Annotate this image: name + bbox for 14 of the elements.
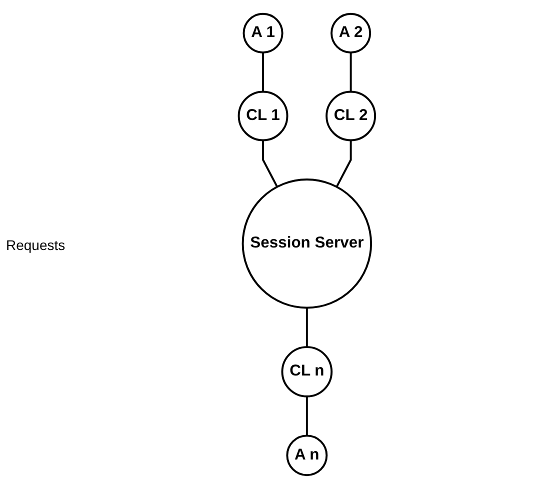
node-circle: A n [286, 434, 328, 476]
connector [262, 140, 278, 188]
connector [336, 140, 352, 188]
node-circle: A 1 [242, 12, 284, 54]
node-circle: CL 2 [326, 90, 376, 142]
node-circle: CL 1 [238, 90, 288, 142]
connector [262, 52, 264, 92]
node-circle: CL n [281, 346, 333, 398]
connector [306, 396, 308, 436]
connector [350, 52, 352, 92]
node-circle: A 2 [330, 12, 372, 54]
node-circle: Session Server [242, 178, 372, 309]
side-label: Requests [6, 236, 66, 252]
connector [306, 308, 308, 348]
